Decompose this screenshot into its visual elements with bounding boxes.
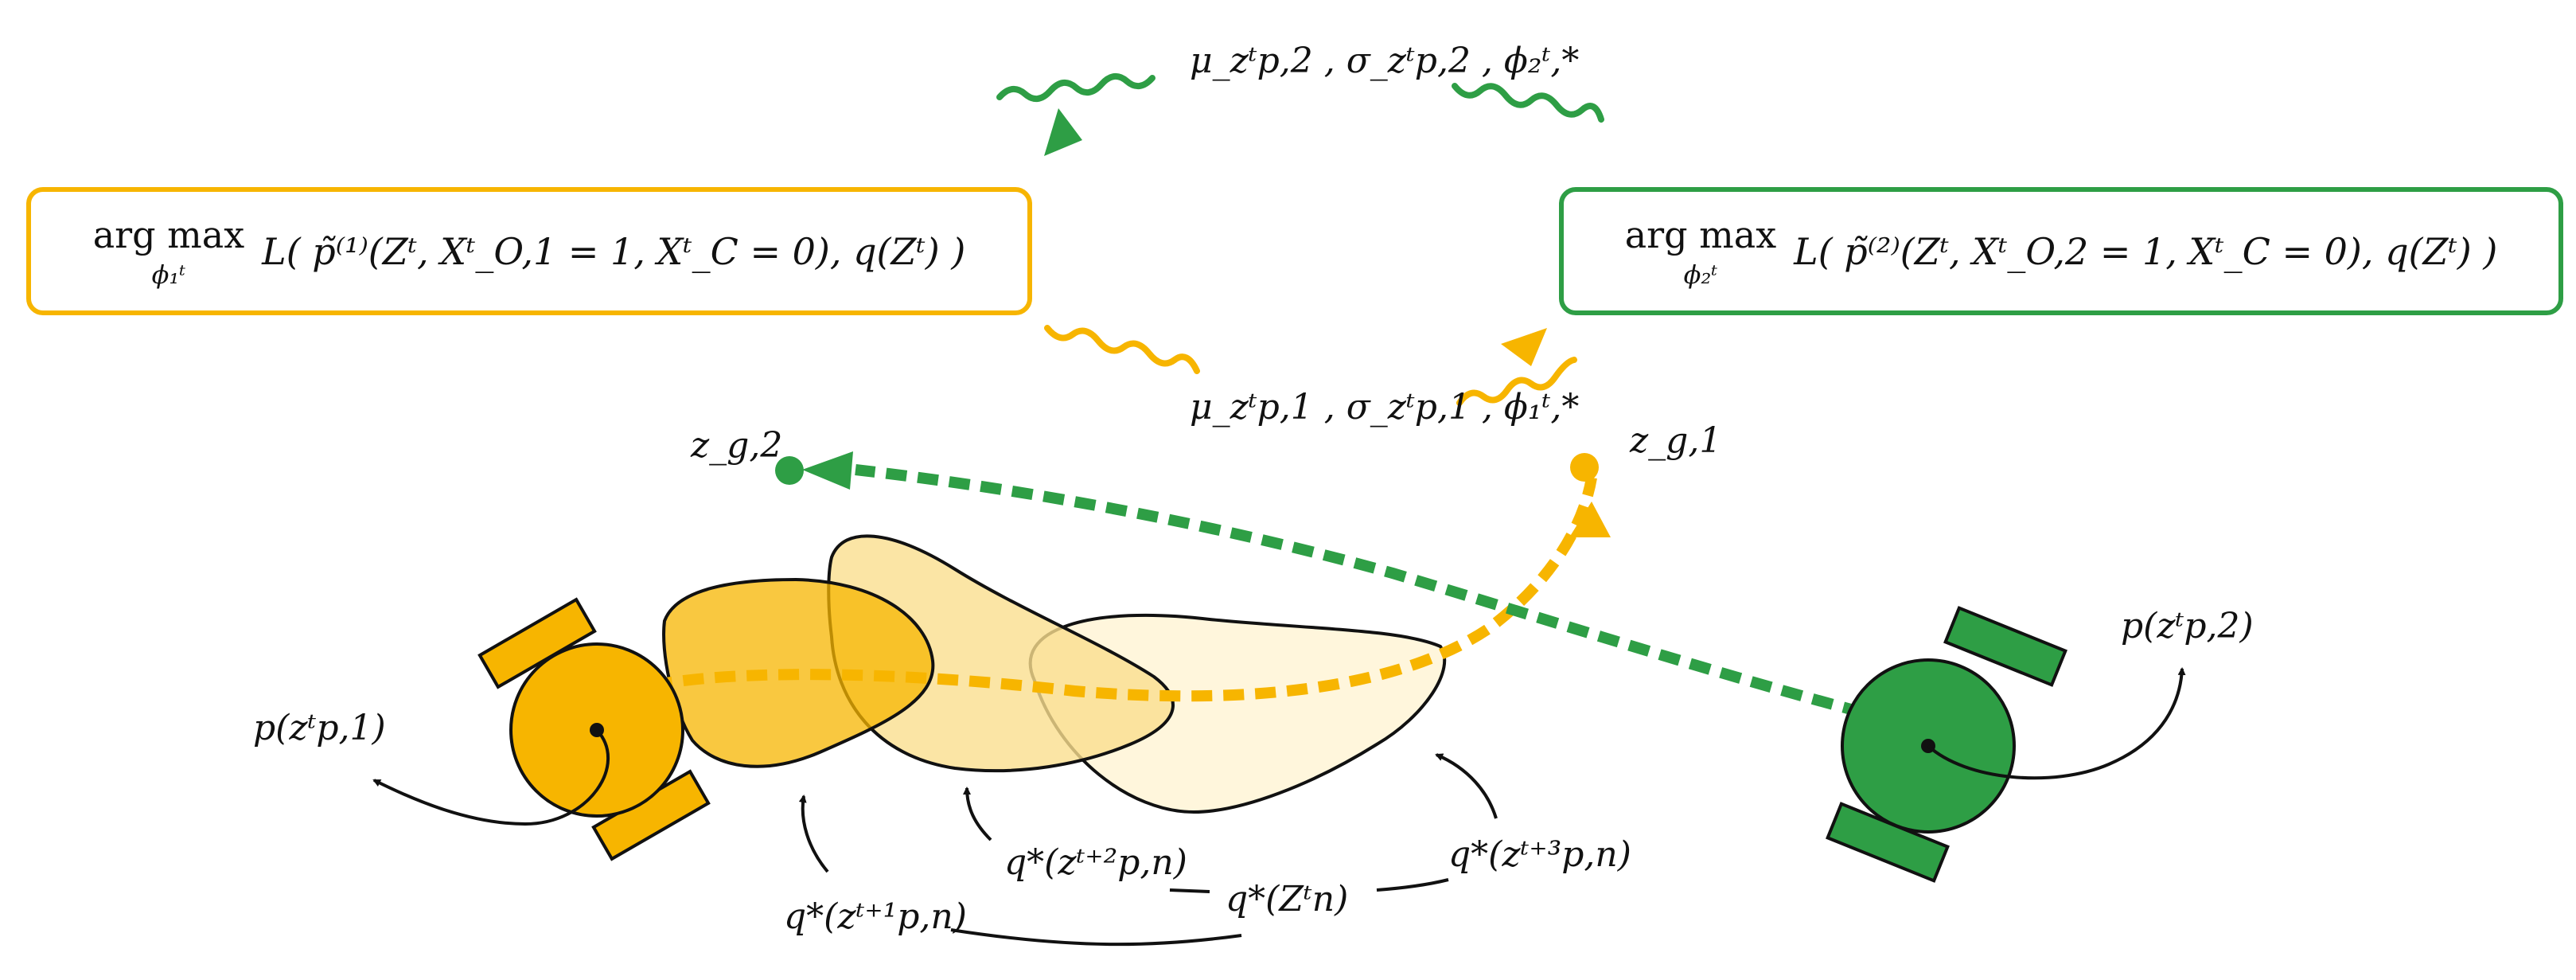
left-argmax: arg max ϕ₁ᵗ xyxy=(93,213,244,290)
q3-pointer-arrow xyxy=(1435,753,1498,819)
left-objective: arg max ϕ₁ᵗ L( p̃⁽¹⁾(Zᵗ, Xᵗ_O,1 = 1, Xᵗ_… xyxy=(29,189,1030,313)
right-argmax-operator: arg max xyxy=(1624,213,1777,256)
posterior-label-q3: q*(zᵗ⁺³p,n) xyxy=(1448,834,1631,875)
left-argmax-operator: arg max xyxy=(92,213,245,256)
posterior-label-q2: q*(zᵗ⁺²p,n) xyxy=(1004,842,1187,883)
agent2-trajectory-arrowhead xyxy=(802,451,853,490)
message-arrowhead-top-left xyxy=(1044,108,1082,156)
right-objective: arg max ϕ₂ᵗ L( p̃⁽²⁾(Zᵗ, Xᵗ_O,2 = 1, Xᵗ_… xyxy=(1561,189,2561,313)
message-wave-top-right xyxy=(1452,83,1604,123)
goal-2-label: z_g,2 xyxy=(691,425,783,466)
agent1-trajectory-arrowhead xyxy=(1569,502,1611,537)
agent2-robot xyxy=(1826,606,2067,883)
q1-pointer-arrow xyxy=(798,795,829,873)
goal-1-label: z_g,1 xyxy=(1630,420,1722,461)
agent1-trajectory xyxy=(619,476,1597,702)
connector-q1-qZ xyxy=(950,928,1242,947)
message-wave-top-left xyxy=(996,73,1155,102)
message-wave-bottom-right xyxy=(1456,357,1577,406)
q2-pointer-arrow xyxy=(963,787,992,841)
posterior-label-qZ: q*(Zᵗn) xyxy=(1226,879,1349,919)
connector-q2-qZ xyxy=(1169,888,1210,893)
agent2-trajectory xyxy=(855,464,1896,726)
right-argmax-subscript: ϕ₂ᵗ xyxy=(1683,259,1718,290)
agent2-prior-label: p(zᵗp,2) xyxy=(2121,606,2254,646)
left-objective-box xyxy=(26,187,1032,315)
agent1-prior-label: p(zᵗp,1) xyxy=(253,708,386,748)
left-argmax-subscript: ϕ₁ᵗ xyxy=(151,259,186,290)
posterior-label-q1: q*(zᵗ⁺¹p,n) xyxy=(784,896,967,937)
right-objective-box xyxy=(1559,187,2563,315)
agent2-prior-arrow xyxy=(1927,667,2186,780)
message-arrowhead-bottom-right xyxy=(1501,328,1547,366)
connector-qZ-q3 xyxy=(1376,878,1449,892)
right-objective-expression: L( p̃⁽²⁾(Zᵗ, Xᵗ_O,2 = 1, Xᵗ_C = 0), q(Zᵗ… xyxy=(1794,229,2498,273)
message-label-bottom: μ_zᵗp,1 , σ_zᵗp,1 , ϕ₁ᵗ,* xyxy=(1190,387,1580,428)
message-label-top: μ_zᵗp,2 , σ_zᵗp,2 , ϕ₂ᵗ,* xyxy=(1190,41,1580,81)
left-objective-expression: L( p̃⁽¹⁾(Zᵗ, Xᵗ_O,1 = 1, Xᵗ_C = 0), q(Zᵗ… xyxy=(262,229,966,273)
goal-2-point xyxy=(775,456,804,485)
agent1-prior-arrow xyxy=(372,728,610,826)
message-wave-bottom-left xyxy=(1044,325,1200,374)
goal-1-point xyxy=(1570,453,1599,482)
right-argmax: arg max ϕ₂ᵗ xyxy=(1625,213,1776,290)
